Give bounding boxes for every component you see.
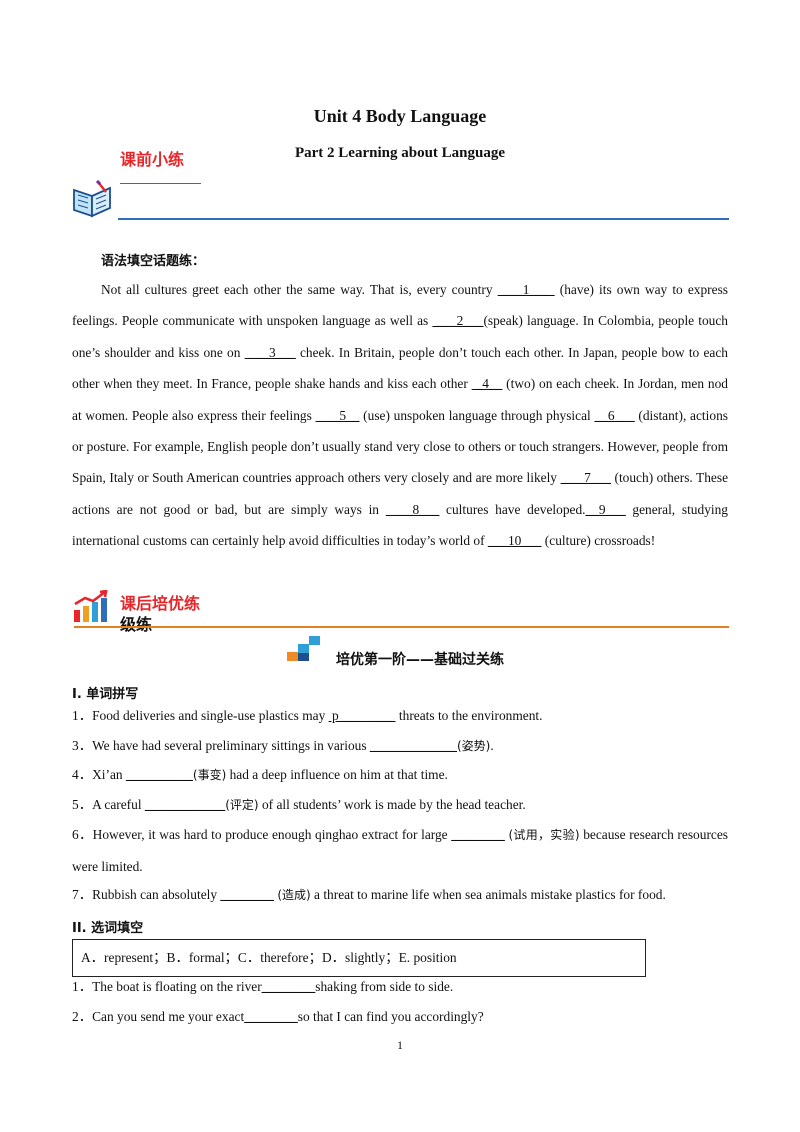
passage-text: general, studying international customs … [72,501,728,549]
passage-text: Not all cultures greet each other the sa… [101,282,498,297]
answer-blank[interactable]: ___10___ [487,533,542,549]
item-number: 7． [72,887,93,902]
page-title: Unit 4 Body Language [313,106,487,126]
answer-blank[interactable]: __________ [125,767,193,782]
passage-text: of all students’ work is made by the hea… [258,797,526,812]
list-item: 3．We have had several preliminary sittin… [72,736,728,756]
answer-blank[interactable]: ___3___ [244,344,296,360]
page-number: 1 [397,1038,403,1052]
answer-blank[interactable]: p________ [328,708,396,723]
passage-text: cheek. In Britain, people don’t touch ea… [72,344,728,392]
passage-text: (distant), actions or posture. For examp… [72,407,728,486]
passage-text: Rubbish can absolutely [92,887,221,902]
list-item: 2．Can you send me your exact________so t… [72,1007,728,1027]
answer-blank[interactable]: ___5__ [315,407,360,423]
passage-text: (have) its own way to express feelings. … [72,282,728,329]
section-divider [74,626,729,628]
list-item: 4．Xi’an __________(事变) had a deep influe… [72,765,728,785]
answer-blank[interactable]: ___2___ [432,313,484,329]
answer-blank[interactable]: __6___ [594,407,635,423]
stage-title: 培优第一阶——基础过关练 [336,652,504,668]
answer-blank[interactable]: ________ [261,979,316,994]
word-bank-options: A．represent；B．formal；C．therefore；D．sligh… [81,950,457,965]
answer-blank[interactable]: ________ [244,1009,298,1024]
word-bank-box [72,939,646,977]
passage-text: Food deliveries and single-use plastics … [92,708,329,723]
passage-text: cultures have developed. [439,501,586,517]
grammar-passage: Not all cultures greet each other the sa… [72,274,728,557]
chinese-hint: (评定) [225,798,259,812]
answer-blank[interactable]: ___8___ [385,501,440,517]
list-item: 5．A careful ____________(评定) of all stud… [72,795,728,815]
open-book-icon [73,180,111,218]
chinese-hint: (事变) [192,768,227,782]
list-item: 1．The boat is floating on the river_____… [72,977,728,997]
answer-blank[interactable]: ________ [220,887,274,902]
chinese-hint: (造成) [277,888,311,902]
page-subtitle: Part 2 Learning about Language [294,145,505,161]
passage-text: (speak) language. In Colombia, people to… [72,313,728,360]
passage-text: Can you send me your exact [92,1009,245,1024]
answer-blank[interactable]: ____________ [144,797,226,812]
item-number: 5． [72,797,93,812]
passage-text: had a deep influence on him at that time… [226,767,448,782]
passage-text: (culture) crossroads! [541,533,656,549]
passage-text: because research resources were limited. [72,827,728,874]
growth-chart-icon [74,590,108,622]
post-class-practice-tag: 课后培优练 [120,594,201,613]
passage-text: The boat is floating on the river [92,979,262,994]
item-number: 3． [72,738,93,753]
steps-icon [287,636,320,661]
item-number: 4． [72,767,93,782]
passage-text: a threat to marine life when sea animals… [310,887,666,902]
passage-text: (use) unspoken language through physical [359,407,595,423]
answer-blank[interactable]: ___1___ [497,282,555,297]
passage-text: . [490,738,494,753]
tag-underline [120,183,201,184]
item-number: 2． [72,1009,93,1024]
chinese-hint: (试用，实验) [508,828,580,842]
post-class-practice-tag-line2: 级练 [120,615,153,634]
list-item: 7．Rubbish can absolutely ________ (造成) a… [72,885,728,905]
passage-text: (two) on each cheek. In Jordan, men nod … [72,376,728,423]
answer-blank[interactable]: ________ [451,827,505,842]
answer-blank[interactable]: _4__ [471,376,503,392]
section-1-heading: I. 单词拼写 [72,687,139,702]
passage-text: We have had several preliminary sittings… [92,738,370,753]
passage-text: shaking from side to side. [315,979,454,994]
passage-text: Xi’an [92,767,126,782]
answer-blank[interactable]: _____________ [369,738,457,753]
list-item: 6．However, it was hard to produce enough… [72,819,728,882]
section-divider [118,218,729,220]
chinese-hint: (姿势) [456,739,491,753]
pre-class-practice-tag: 课前小练 [120,150,185,169]
passage-text: However, it was hard to produce enough q… [92,827,452,842]
answer-blank[interactable]: __9___ [585,501,626,517]
passage-text: threats to the environment. [395,708,543,723]
section-2-heading: II. 选词填空 [72,921,144,936]
item-number: 1． [72,708,93,723]
passage-text: (touch) others. These actions are not go… [72,470,729,517]
grammar-heading: 语法填空话题练： [101,254,206,269]
item-number: 1． [72,979,93,994]
answer-blank[interactable]: ___7___ [560,470,611,486]
passage-text: so that I can find you accordingly? [297,1009,484,1024]
item-number: 6． [72,827,93,842]
list-item: 1．Food deliveries and single-use plastic… [72,706,728,726]
passage-text: A careful [92,797,145,812]
